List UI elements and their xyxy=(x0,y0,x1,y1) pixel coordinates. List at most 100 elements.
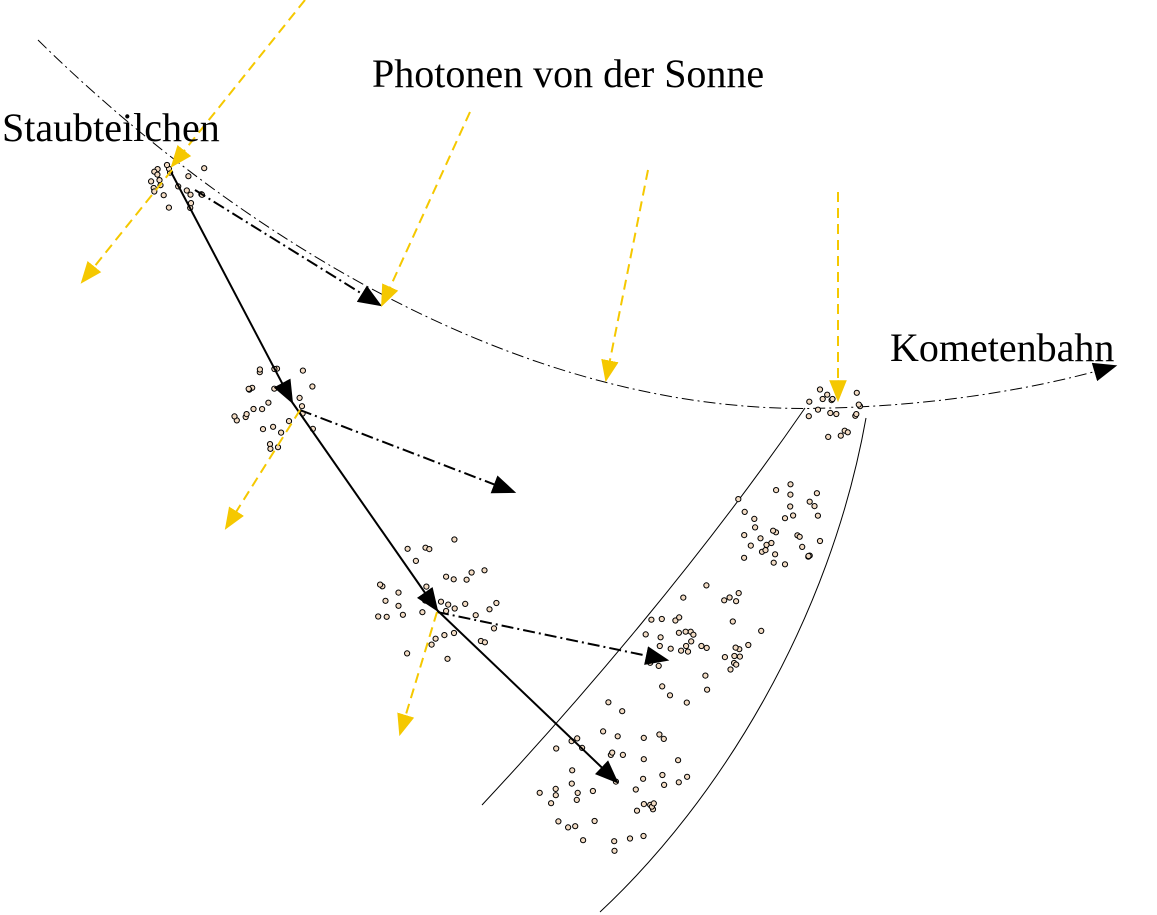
dust-particle xyxy=(285,418,293,425)
dust-particle xyxy=(250,405,257,413)
dust-particle xyxy=(231,413,238,420)
dust-particle xyxy=(675,629,683,636)
dust-particle xyxy=(844,429,851,436)
dust-particle xyxy=(375,613,382,620)
dust-particle xyxy=(437,598,445,605)
dust-particle xyxy=(493,599,500,607)
dust-particle xyxy=(640,775,647,782)
dust-particle xyxy=(259,426,267,433)
dust-particle xyxy=(265,399,272,406)
dust-particle xyxy=(855,401,862,408)
photon-arrows xyxy=(80,0,847,737)
dust-particle xyxy=(450,629,458,637)
dust-particle xyxy=(735,496,742,503)
dust-particle xyxy=(267,445,274,452)
tail-edge-outer xyxy=(599,417,867,913)
dust-particle xyxy=(640,734,647,742)
dust-particle xyxy=(657,634,664,641)
dust-particle xyxy=(245,385,252,392)
dust-particle xyxy=(574,789,581,797)
dust-particle xyxy=(552,785,559,793)
dust-particle xyxy=(443,573,450,580)
dust-particle xyxy=(824,391,831,398)
dust-particle xyxy=(799,543,806,551)
photon-arrow xyxy=(381,111,471,308)
dust-particle xyxy=(825,433,832,440)
tail-edge-inner xyxy=(481,407,806,806)
dust-particle xyxy=(441,632,448,639)
dust-particle xyxy=(781,515,789,522)
dust-particle xyxy=(659,683,666,690)
dust-particle xyxy=(660,735,667,743)
label-comet-orbit: Kometenbahn xyxy=(890,325,1115,370)
dust-particle xyxy=(741,532,748,539)
dust-particle xyxy=(536,789,543,796)
dust-particles xyxy=(148,161,864,854)
photon-arrow xyxy=(80,169,173,284)
dust-particle xyxy=(729,618,736,625)
dust-particle xyxy=(432,635,439,642)
dust-particle xyxy=(773,487,780,494)
dust-particle xyxy=(684,648,692,655)
dust-particle xyxy=(548,800,555,807)
dust-particle xyxy=(827,409,834,417)
label-dust-particles: Staubteilchen xyxy=(2,105,220,150)
dust-particle xyxy=(853,411,860,418)
dust-particle xyxy=(201,165,208,172)
photon-arrow xyxy=(170,0,306,168)
dust-particle xyxy=(382,597,389,604)
dust-particle xyxy=(611,838,618,845)
dust-particle xyxy=(853,389,860,396)
dust-particle xyxy=(270,423,277,430)
dust-particle xyxy=(632,786,639,793)
dust-particle xyxy=(445,601,452,608)
dust-particle xyxy=(185,173,192,180)
dust-particle xyxy=(574,735,581,742)
dust-particle xyxy=(626,835,634,842)
dust-particle xyxy=(656,642,663,650)
dust-particle xyxy=(806,398,813,405)
dust-particle xyxy=(721,597,728,604)
dust-particle xyxy=(553,745,560,752)
dust-particle xyxy=(569,767,576,774)
dust-particle xyxy=(600,728,607,735)
dust-particle xyxy=(796,533,803,540)
dust-particle xyxy=(243,411,250,418)
dust-particle xyxy=(684,773,691,780)
dust-particle xyxy=(787,481,794,488)
dust-particle xyxy=(450,576,457,583)
dust-particle xyxy=(555,818,562,825)
dust-particle xyxy=(642,631,649,638)
dust-trajectory-arrow xyxy=(291,401,439,612)
dust-particle xyxy=(741,508,748,515)
dust-particle xyxy=(682,628,689,635)
dust-particle xyxy=(609,749,616,756)
dust-particle xyxy=(659,771,666,779)
dust-particle xyxy=(640,801,648,808)
dust-particle xyxy=(619,708,626,715)
dust-trajectory-arrow xyxy=(436,609,619,784)
dust-path xyxy=(169,169,619,784)
title-photons-from-sun: Photonen von der Sonne xyxy=(372,51,765,96)
dust-particle xyxy=(656,731,663,738)
dust-particle xyxy=(732,644,739,651)
dust-particle xyxy=(733,661,740,668)
velocity-arrow xyxy=(436,611,670,665)
dust-particle xyxy=(580,837,587,844)
dust-particle xyxy=(481,567,488,574)
dust-particle xyxy=(752,524,759,531)
dust-particle xyxy=(395,589,402,596)
dust-particle xyxy=(605,699,612,706)
dust-particle xyxy=(309,383,316,390)
dust-particle xyxy=(667,645,674,652)
dust-particle xyxy=(565,824,572,831)
dust-particle xyxy=(787,491,794,498)
photon-arrow xyxy=(601,169,649,383)
dust-particle xyxy=(726,594,733,601)
dust-particle xyxy=(298,403,306,410)
dust-particle xyxy=(747,542,754,549)
dust-particle xyxy=(404,545,411,552)
dust-particle xyxy=(787,503,794,510)
dust-particle xyxy=(419,609,426,616)
